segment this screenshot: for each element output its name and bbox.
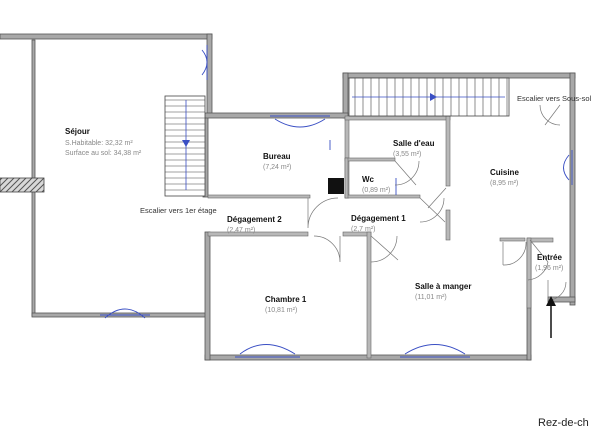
room-area-entree: (1,96 m²) <box>535 265 563 272</box>
windows <box>100 45 573 358</box>
room-area-degagement-2: (2,47 m²) <box>227 227 255 234</box>
level-label: Rez-de-ch <box>538 417 589 429</box>
stairs-down-label: Escalier vers Sous-sol <box>517 94 592 103</box>
room-area-salle-a-manger: (11,01 m²) <box>415 294 447 301</box>
interior-walls <box>207 115 554 359</box>
room-name-cuisine: Cuisine <box>490 168 519 177</box>
room-area-wc: (0,89 m²) <box>362 187 390 194</box>
room-area-bureau: (7,24 m²) <box>263 164 291 171</box>
room-name-bureau: Bureau <box>263 152 291 161</box>
room-name-chambre-1: Chambre 1 <box>265 295 307 304</box>
sejour-surface-sol: Surface au sol: 34,38 m² <box>65 150 142 157</box>
hatched-wall <box>0 177 45 193</box>
room-name-wc: Wc <box>362 175 375 184</box>
room-area-cuisine: (8,95 m²) <box>490 180 518 187</box>
room-name-sejour: Séjour <box>65 127 90 136</box>
stairs-up-label: Escalier vers 1er étage <box>140 206 217 215</box>
sejour-habitable: S.Habitable: 32,32 m² <box>65 140 133 147</box>
room-name-degagement-1: Dégagement 1 <box>351 214 406 223</box>
room-name-salle-a-manger: Salle à manger <box>415 282 471 291</box>
stairs-up <box>164 95 206 197</box>
entrance-arrow-icon <box>546 296 556 338</box>
room-area-degagement-1: (2,7 m²) <box>351 226 376 233</box>
room-area-salle-deau: (3,55 m²) <box>393 151 421 158</box>
room-area-chambre-1: (10,81 m²) <box>265 307 297 314</box>
room-name-degagement-2: Dégagement 2 <box>227 215 282 224</box>
room-name-entree: Entrée <box>537 253 562 262</box>
room-labels: Séjour S.Habitable: 32,32 m² Surface au … <box>65 94 592 429</box>
chimney-block <box>328 178 344 194</box>
stairs-down <box>348 77 510 117</box>
room-name-salle-deau: Salle d'eau <box>393 139 435 148</box>
